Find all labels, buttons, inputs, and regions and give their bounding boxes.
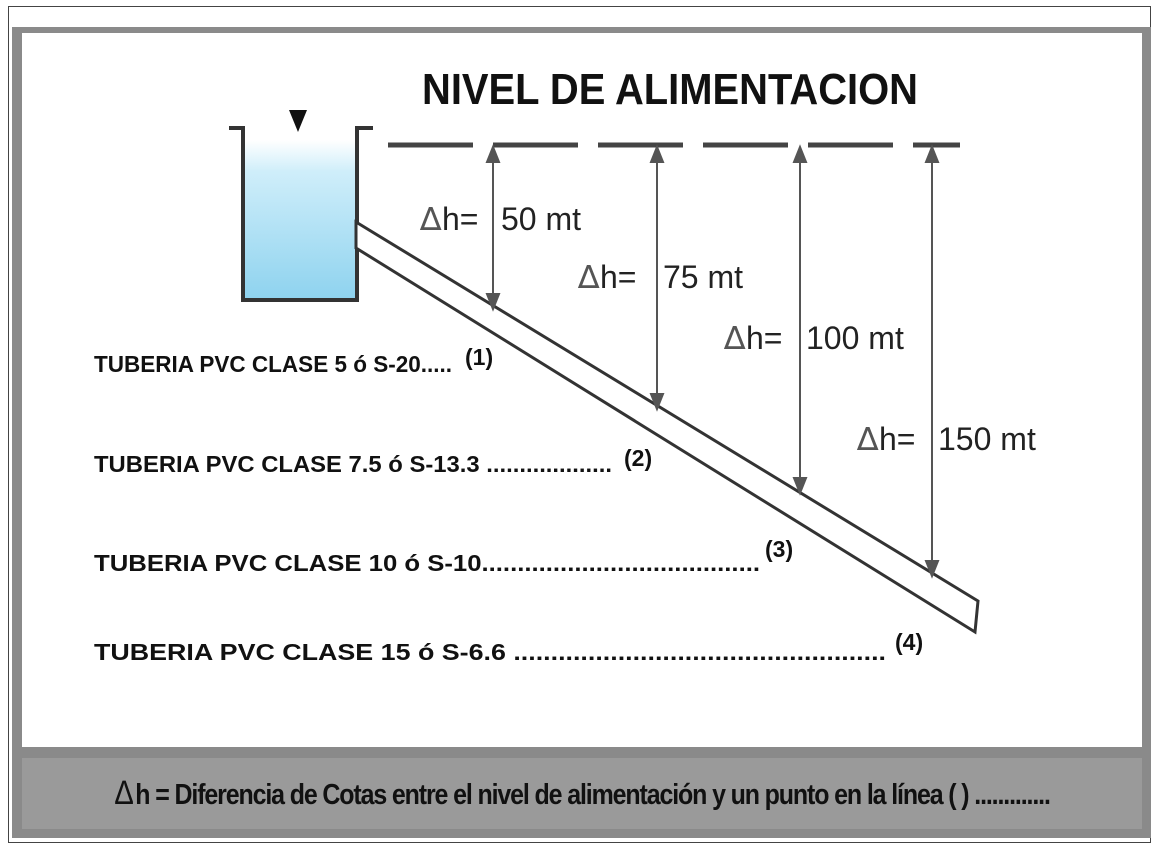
pipe-class-label-3: TUBERIA PVC CLASE 10 ó S-10.............… bbox=[94, 550, 760, 576]
delta-symbol: ∆ bbox=[419, 200, 442, 238]
legend-footer: ∆h = Diferencia de Cotas entre el nivel … bbox=[22, 758, 1142, 829]
drop-label-text: h= bbox=[442, 201, 478, 237]
drop-value: 50 mt bbox=[501, 201, 581, 237]
delta-symbol: ∆ bbox=[856, 420, 879, 458]
pipe-marker-3: (3) bbox=[765, 536, 793, 562]
pipeline bbox=[354, 219, 980, 635]
drop-value: 75 mt bbox=[663, 259, 743, 295]
drop-label-text: h= bbox=[746, 320, 782, 356]
diagram-panel bbox=[22, 33, 1142, 747]
drop-label-3: ∆ h= 100 mt bbox=[723, 319, 904, 357]
drop-label-4: ∆ h= 150 mt bbox=[856, 420, 1036, 458]
water-level-marker-icon bbox=[289, 110, 307, 132]
water-tank bbox=[229, 110, 373, 302]
legend-text: ∆h = Diferencia de Cotas entre el nivel … bbox=[114, 774, 1051, 813]
drop-label-text: h= bbox=[879, 421, 915, 457]
delta-symbol: ∆ bbox=[723, 319, 746, 357]
drop-value: 100 mt bbox=[806, 320, 904, 356]
delta-symbol: ∆ bbox=[114, 774, 133, 812]
drop-label-1: ∆ h= 50 mt bbox=[419, 200, 581, 238]
drop-label-2: ∆ h= 75 mt bbox=[577, 258, 743, 296]
pipe-marker-1: (1) bbox=[465, 344, 493, 370]
pipe-class-label-4: TUBERIA PVC CLASE 15 ó S-6.6 ...........… bbox=[94, 639, 886, 665]
pipe-marker-2: (2) bbox=[624, 445, 652, 471]
legend-definition: h = Diferencia de Cotas entre el nivel d… bbox=[134, 779, 1051, 811]
pipe-marker-4: (4) bbox=[895, 629, 923, 655]
height-arrows bbox=[485, 144, 940, 579]
delta-symbol: ∆ bbox=[577, 258, 600, 296]
pipe-class-list: TUBERIA PVC CLASE 5 ó S-20..... (1) TUBE… bbox=[94, 344, 923, 665]
drop-label-text: h= bbox=[600, 259, 636, 295]
drop-value: 150 mt bbox=[938, 421, 1036, 457]
pipe-class-label-2: TUBERIA PVC CLASE 7.5 ó S-13.3 .........… bbox=[94, 451, 612, 477]
pipe-class-label-1: TUBERIA PVC CLASE 5 ó S-20..... bbox=[94, 351, 452, 377]
diagram-title: NIVEL DE ALIMENTACION bbox=[422, 65, 918, 114]
